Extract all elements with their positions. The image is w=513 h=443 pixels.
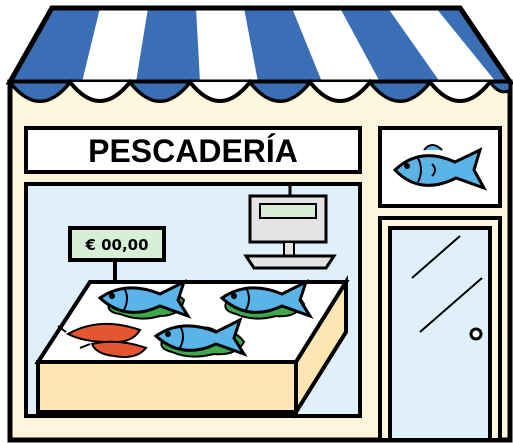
fish-icon xyxy=(392,144,488,191)
fish-icon xyxy=(219,279,314,319)
fish-icon xyxy=(153,317,248,357)
awning xyxy=(5,5,513,103)
price-tag: € 00,00 xyxy=(68,226,166,282)
door-knob-icon xyxy=(469,327,483,341)
shop-sign: PESCADERÍA xyxy=(24,126,362,174)
price-label: € 00,00 xyxy=(84,236,148,254)
scale xyxy=(243,186,337,270)
shop-sign-text: PESCADERÍA xyxy=(88,133,298,169)
shrimp-icon xyxy=(57,322,148,358)
fish-sign-panel xyxy=(378,126,502,208)
fish-counter xyxy=(34,275,350,419)
fish-icon xyxy=(97,279,192,319)
shop-door xyxy=(378,216,502,442)
